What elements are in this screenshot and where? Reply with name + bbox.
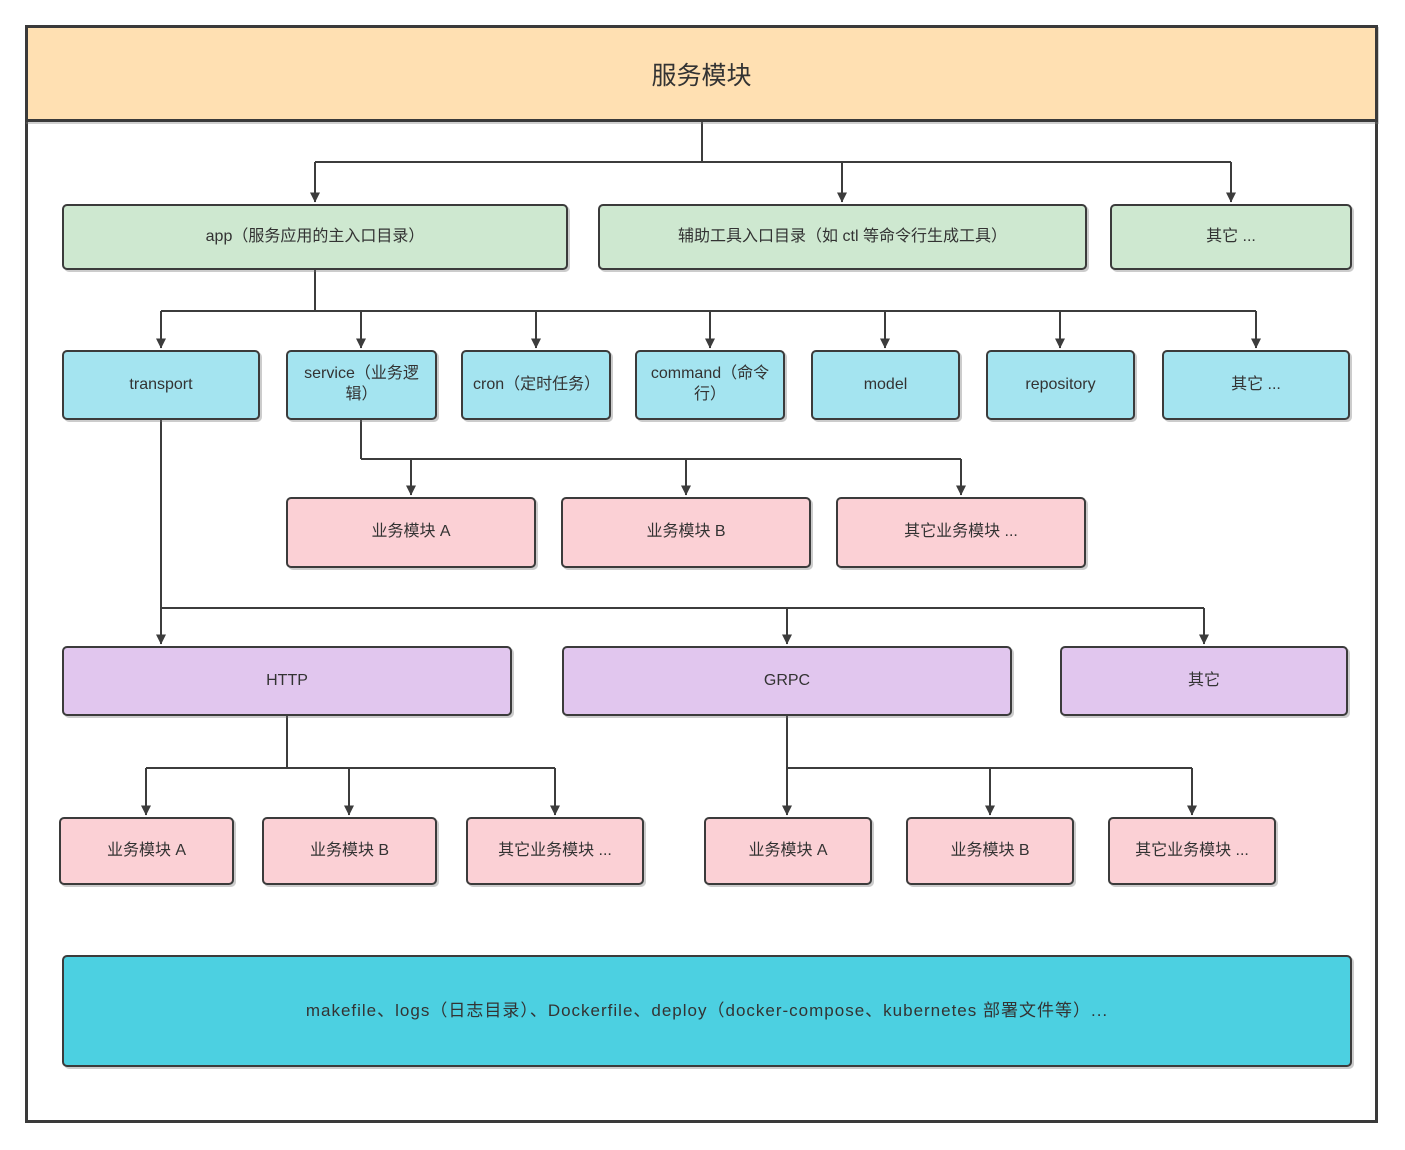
node-service-module-b: 业务模块 B	[561, 497, 811, 568]
node-cron: cron（定时任务）	[461, 350, 611, 420]
node-service-module-other: 其它业务模块 ...	[836, 497, 1086, 568]
node-grpc-module-other: 其它业务模块 ...	[1108, 817, 1276, 885]
node-grpc: GRPC	[562, 646, 1012, 716]
node-http-module-other: 其它业务模块 ...	[466, 817, 644, 885]
node-app-entry: app（服务应用的主入口目录）	[62, 204, 568, 270]
node-model: model	[811, 350, 960, 420]
node-layer-other: 其它 ...	[1162, 350, 1350, 420]
diagram-title: 服务模块	[25, 25, 1378, 122]
node-infrastructure: makefile、logs（日志目录）、Dockerfile、deploy（do…	[62, 955, 1352, 1067]
node-protocol-other: 其它	[1060, 646, 1348, 716]
node-entry-other: 其它 ...	[1110, 204, 1352, 270]
node-grpc-module-b: 业务模块 B	[906, 817, 1074, 885]
node-grpc-module-a: 业务模块 A	[704, 817, 872, 885]
node-service-module-a: 业务模块 A	[286, 497, 536, 568]
node-http: HTTP	[62, 646, 512, 716]
node-command: command（命令行）	[635, 350, 785, 420]
node-http-module-a: 业务模块 A	[59, 817, 234, 885]
node-repository: repository	[986, 350, 1135, 420]
node-http-module-b: 业务模块 B	[262, 817, 437, 885]
node-tools-entry: 辅助工具入口目录（如 ctl 等命令行生成工具）	[598, 204, 1087, 270]
node-service: service（业务逻辑）	[286, 350, 437, 420]
node-transport: transport	[62, 350, 260, 420]
